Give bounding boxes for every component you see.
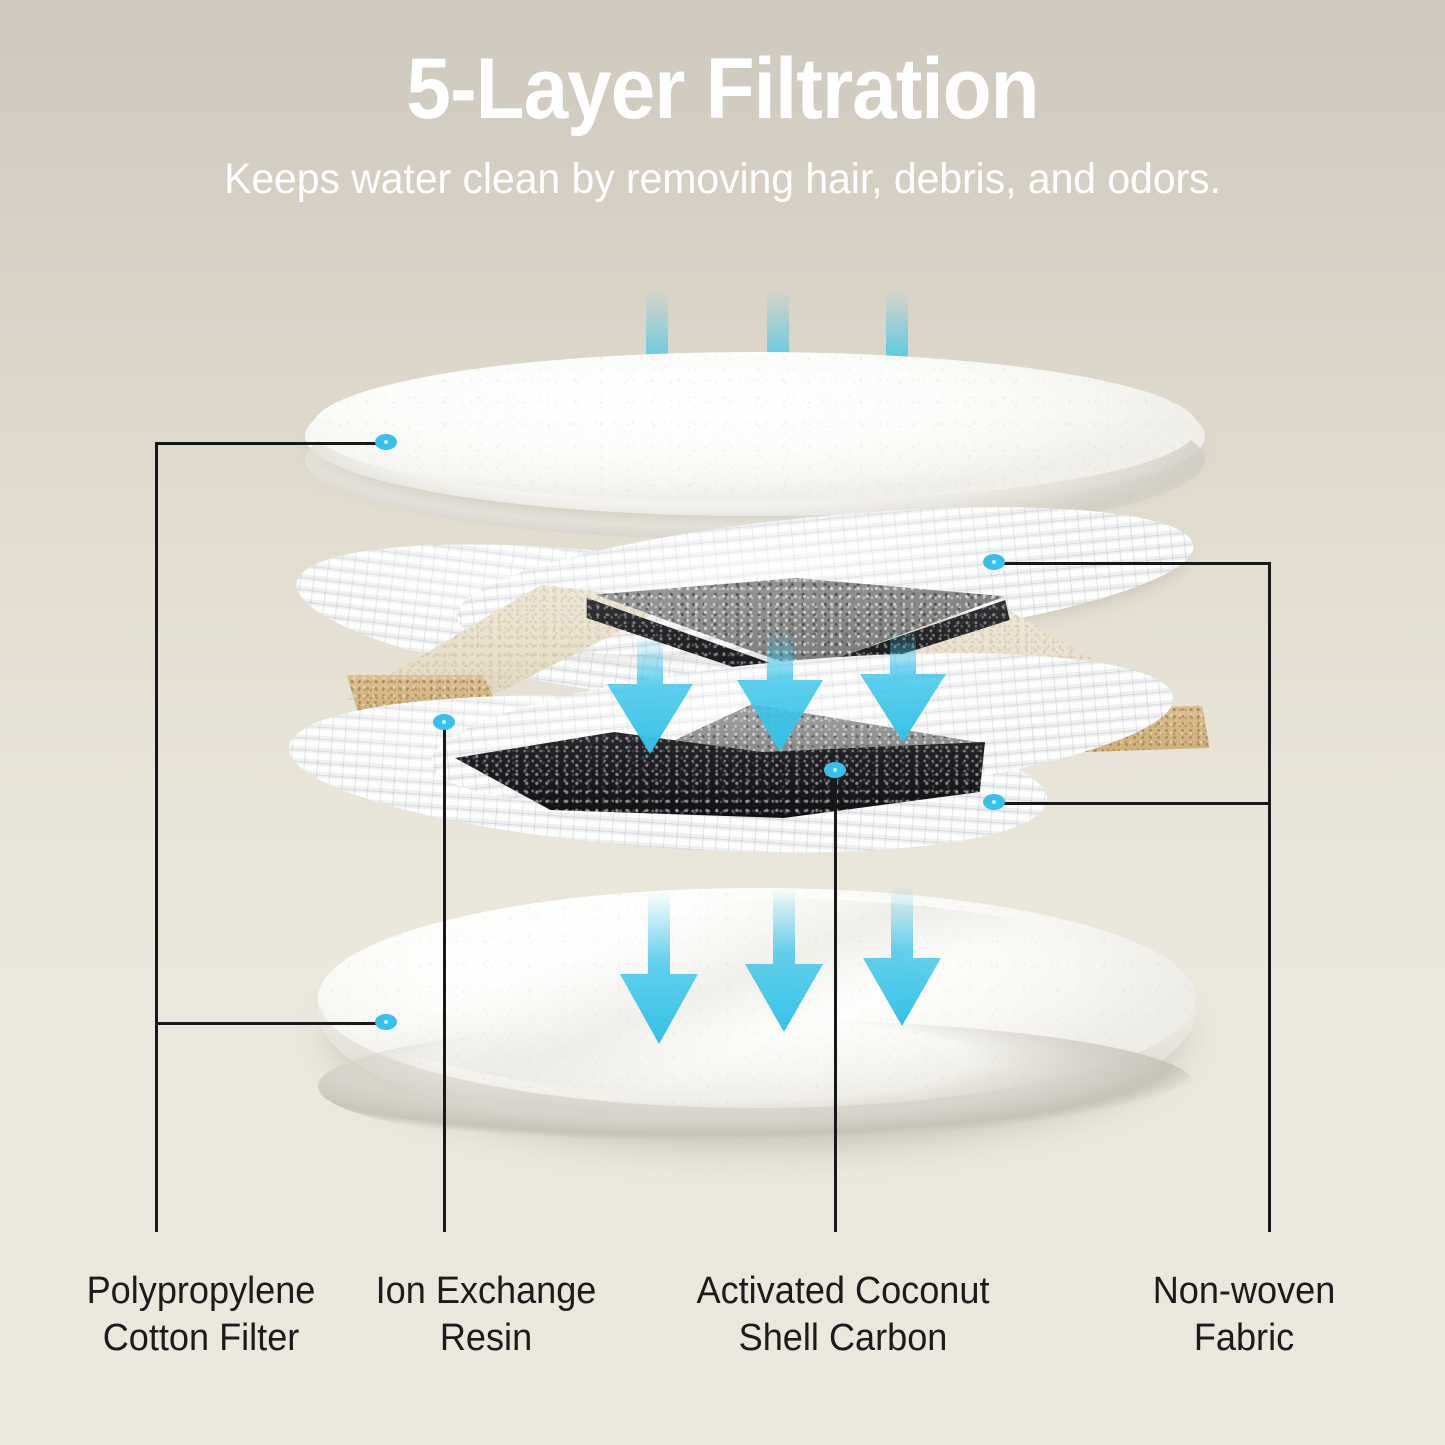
- label-line-2: Resin: [439, 1317, 533, 1359]
- header: 5-Layer Filtration Keeps water clean by …: [0, 0, 1445, 201]
- down-arrow-icon: [737, 630, 823, 752]
- callout-dot-icon[interactable]: [375, 1014, 397, 1030]
- callout-dot-icon[interactable]: [375, 434, 397, 450]
- bottom-disc-rim: [318, 1020, 1196, 1152]
- page-title: 5-Layer Filtration: [406, 41, 1039, 137]
- top-disc-texture: [312, 352, 1198, 502]
- leader-line-fabric-bottom: [995, 802, 1271, 805]
- label-line-1: Non-woven: [1152, 1270, 1336, 1312]
- label-line-2: Shell Carbon: [738, 1317, 948, 1359]
- leader-line-resin: [443, 722, 446, 1232]
- label-activated-coconut-shell-carbon: Activated Coconut Shell Carbon: [673, 1268, 1013, 1362]
- callout-dot-icon[interactable]: [983, 794, 1005, 810]
- leader-line-fabric-top: [995, 562, 1271, 565]
- callout-dot-icon[interactable]: [983, 554, 1005, 570]
- down-arrow-icon: [745, 888, 823, 1032]
- leader-line-cotton-spine: [155, 442, 158, 1232]
- leader-line-carbon: [834, 770, 837, 1232]
- callout-dot-icon[interactable]: [433, 714, 455, 730]
- label-polypropylene-cotton-filter: Polypropylene Cotton Filter: [44, 1268, 358, 1362]
- label-ion-exchange-resin: Ion Exchange Resin: [359, 1268, 614, 1362]
- carbon-pile-black-body: [455, 732, 985, 818]
- label-line-1: Polypropylene: [86, 1270, 316, 1312]
- label-non-woven-fabric: Non-woven Fabric: [1122, 1268, 1365, 1362]
- down-arrow-icon: [620, 892, 698, 1044]
- label-line-1: Activated Coconut: [696, 1270, 990, 1312]
- label-line-2: Cotton Filter: [102, 1317, 300, 1359]
- callout-dot-icon[interactable]: [824, 762, 846, 778]
- page-subtitle: Keeps water clean by removing hair, debr…: [224, 155, 1221, 203]
- label-line-2: Fabric: [1193, 1317, 1295, 1359]
- down-arrow-icon: [607, 636, 693, 754]
- down-arrow-icon: [863, 886, 941, 1026]
- layer-labels: Polypropylene Cotton Filter Ion Exchange…: [0, 1250, 1445, 1390]
- down-arrow-icon: [860, 630, 946, 742]
- leader-line-cotton-bottom: [155, 1022, 381, 1025]
- leader-line-cotton-top: [155, 442, 381, 445]
- top-disc-face: [312, 352, 1198, 502]
- label-line-1: Ion Exchange: [375, 1270, 597, 1312]
- leader-line-fabric-spine: [1268, 562, 1271, 1232]
